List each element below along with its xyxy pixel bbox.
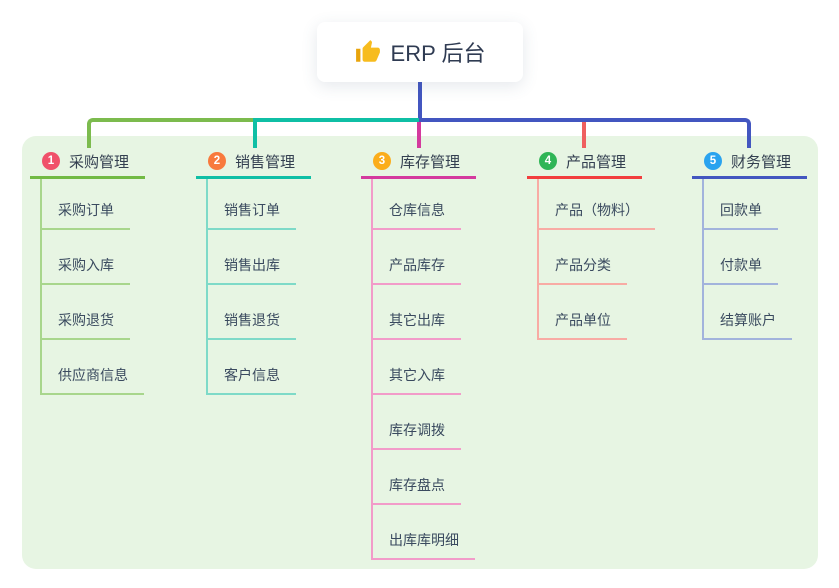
child-node[interactable]: 其它入库	[373, 340, 461, 395]
child-node[interactable]: 供应商信息	[42, 340, 144, 395]
branch-header[interactable]: 4 产品管理	[527, 146, 642, 179]
child-node-label: 其它出库	[389, 312, 445, 328]
branch-children: 仓库信息产品库存其它出库其它入库库存调拨库存盘点出库库明细	[371, 179, 475, 560]
connector-segment-middle	[253, 118, 419, 148]
branches-panel	[22, 136, 818, 569]
child-node-label: 回款单	[720, 202, 762, 218]
child-node-label: 产品分类	[555, 257, 611, 273]
child-node-label: 付款单	[720, 257, 762, 273]
child-node[interactable]: 销售订单	[208, 179, 296, 230]
branch-3: 3 库存管理仓库信息产品库存其它出库其它入库库存调拨库存盘点出库库明细	[361, 146, 476, 560]
connector-root-stem	[418, 82, 422, 122]
connector-drop-product	[582, 122, 586, 148]
branch-header[interactable]: 5 财务管理	[692, 146, 807, 179]
child-node[interactable]: 付款单	[704, 230, 778, 285]
connector-segment-left	[87, 118, 253, 148]
branch-2: 2 销售管理销售订单销售出库销售退货客户信息	[196, 146, 311, 395]
child-node-label: 仓库信息	[389, 202, 445, 218]
branch-children: 回款单付款单结算账户	[702, 179, 792, 340]
branch-badge: 2	[208, 152, 226, 170]
child-node[interactable]: 销售退货	[208, 285, 296, 340]
child-node[interactable]: 客户信息	[208, 340, 296, 395]
child-node[interactable]: 库存盘点	[373, 450, 461, 505]
child-node[interactable]: 采购订单	[42, 179, 130, 230]
branch-children: 销售订单销售出库销售退货客户信息	[206, 179, 296, 395]
branch-badge: 3	[373, 152, 391, 170]
child-node[interactable]: 出库库明细	[373, 505, 475, 560]
child-node-label: 产品（物料）	[555, 202, 639, 218]
child-node[interactable]: 其它出库	[373, 285, 461, 340]
child-node-label: 销售订单	[224, 202, 280, 218]
child-node[interactable]: 产品单位	[539, 285, 627, 340]
child-node-label: 库存调拨	[389, 422, 445, 438]
child-node-label: 采购入库	[58, 257, 114, 273]
child-node-label: 销售出库	[224, 257, 280, 273]
child-node-label: 销售退货	[224, 312, 280, 328]
branch-badge: 1	[42, 152, 60, 170]
child-node[interactable]: 销售出库	[208, 230, 296, 285]
child-node-label: 其它入库	[389, 367, 445, 383]
child-node-label: 产品单位	[555, 312, 611, 328]
child-node-label: 结算账户	[720, 312, 776, 328]
child-node-label: 客户信息	[224, 367, 280, 383]
branch-children: 产品（物料） 产品分类产品单位	[537, 179, 655, 340]
branch-label: 产品管理	[566, 153, 627, 171]
child-node[interactable]: 采购入库	[42, 230, 130, 285]
connector-drop-inventory	[417, 122, 421, 148]
child-node-label: 采购订单	[58, 202, 114, 218]
branch-badge: 5	[704, 152, 722, 170]
branch-children: 采购订单采购入库采购退货供应商信息	[40, 179, 144, 395]
branch-label: 财务管理	[731, 153, 792, 171]
child-node-label: 出库库明细	[389, 532, 459, 548]
branch-badge: 4	[539, 152, 557, 170]
child-node[interactable]: 产品库存	[373, 230, 461, 285]
child-node[interactable]: 产品（物料）	[539, 179, 655, 230]
thumbs-up-icon	[355, 39, 381, 65]
child-node[interactable]: 产品分类	[539, 230, 627, 285]
connector-segment-right	[419, 118, 751, 148]
child-node-label: 供应商信息	[58, 367, 128, 383]
branch-header[interactable]: 2 销售管理	[196, 146, 311, 179]
branch-header[interactable]: 3 库存管理	[361, 146, 476, 179]
branch-5: 5 财务管理回款单付款单结算账户	[692, 146, 807, 340]
branch-label: 库存管理	[400, 153, 461, 171]
child-node-label: 库存盘点	[389, 477, 445, 493]
child-node-label: 产品库存	[389, 257, 445, 273]
branch-label: 采购管理	[69, 153, 130, 171]
branch-label: 销售管理	[235, 153, 296, 171]
child-node[interactable]: 回款单	[704, 179, 778, 230]
child-node-label: 采购退货	[58, 312, 114, 328]
child-node[interactable]: 仓库信息	[373, 179, 461, 230]
root-node-title: ERP 后台	[390, 41, 486, 66]
branch-1: 1 采购管理采购订单采购入库采购退货供应商信息	[30, 146, 145, 395]
branch-4: 4 产品管理产品（物料） 产品分类产品单位	[527, 146, 655, 340]
branch-header[interactable]: 1 采购管理	[30, 146, 145, 179]
child-node[interactable]: 结算账户	[704, 285, 792, 340]
child-node[interactable]: 采购退货	[42, 285, 130, 340]
child-node[interactable]: 库存调拨	[373, 395, 461, 450]
root-node[interactable]: ERP 后台	[317, 22, 523, 82]
